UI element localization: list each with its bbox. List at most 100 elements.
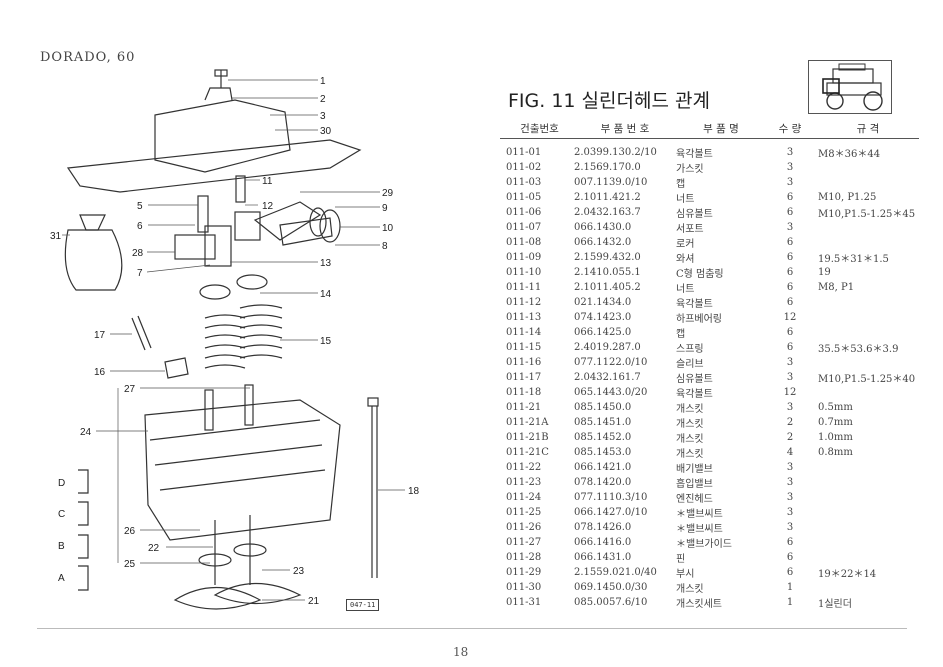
quantity-cell: 6 <box>786 207 794 218</box>
ref-cell: 011-11 <box>506 282 542 293</box>
quantity-cell: 3 <box>786 162 794 173</box>
part-number-cell: 065.1443.0/20 <box>574 387 648 398</box>
callout-21: 21 <box>308 596 320 607</box>
quantity-cell: 2 <box>786 417 794 428</box>
spec-cell: M8＊36＊44 <box>818 149 881 160</box>
quantity-cell: 3 <box>786 177 794 188</box>
part-name-cell: 핀 <box>676 554 686 565</box>
quantity-cell: 3 <box>786 477 794 488</box>
ref-cell: 011-01 <box>506 147 542 158</box>
part-number-cell: 2.1410.055.1 <box>574 267 641 278</box>
callout-5: 5 <box>137 201 143 212</box>
ref-cell: 011-06 <box>506 207 542 218</box>
part-name-cell: C형 멈춤링 <box>676 269 724 280</box>
quantity-cell: 3 <box>786 357 794 368</box>
part-name-cell: ＊밸브가이드 <box>676 539 732 550</box>
quantity-cell: 3 <box>786 372 794 383</box>
quantity-cell: 6 <box>786 267 794 278</box>
tractor-icon <box>822 63 883 111</box>
column-header-spec: 규 격 <box>814 118 919 139</box>
quantity-cell: 6 <box>786 237 794 248</box>
footer-divider <box>37 628 907 629</box>
part-name-cell: ＊밸브씨트 <box>676 509 723 520</box>
part-number-cell: 2.0432.163.7 <box>574 207 641 218</box>
callout-28: 28 <box>132 248 144 259</box>
spec-cell: 19＊22＊14 <box>818 569 877 580</box>
part-number-cell: 2.0432.161.7 <box>574 372 641 383</box>
rocker-cover-shape <box>154 99 291 173</box>
callout-A: A <box>58 573 65 584</box>
quantity-cell: 2 <box>786 432 794 443</box>
part-name-cell: 슬리브 <box>676 359 704 370</box>
ref-cell: 011-23 <box>506 477 542 488</box>
ref-cell: 011-08 <box>506 237 542 248</box>
callout-26: 26 <box>124 526 136 537</box>
ref-cell: 011-03 <box>506 177 542 188</box>
spec-cell <box>814 535 919 550</box>
spec-cell <box>814 325 919 340</box>
part-number-cell: 085.1453.0 <box>574 447 632 458</box>
part-name-cell: 엔진헤드 <box>676 494 713 505</box>
part-number-cell: 066.1427.0/10 <box>574 507 648 518</box>
spec-cell <box>814 460 919 475</box>
part-number-cell: 069.1450.0/30 <box>574 582 648 593</box>
ref-cell: 011-21B <box>506 432 549 443</box>
part-number-cell: 078.1426.0 <box>574 522 632 533</box>
model-title: DORADO, 60 <box>40 50 136 65</box>
callout-7: 7 <box>137 268 143 279</box>
callout-D: D <box>58 478 65 489</box>
ref-cell: 011-26 <box>506 522 542 533</box>
spec-cell: M8, P1 <box>818 282 855 293</box>
callout-B: B <box>58 541 65 552</box>
column-header-quantity: 수 량 <box>766 118 814 139</box>
part-name-cell: 심유볼트 <box>676 209 713 220</box>
callout-22: 22 <box>148 543 160 554</box>
cover-gasket-shape <box>66 139 362 193</box>
spec-cell <box>814 355 919 370</box>
part-name-cell: 흡입밸브 <box>676 479 713 490</box>
spec-cell: 0.5mm <box>818 402 853 413</box>
quantity-cell: 3 <box>786 147 794 158</box>
quantity-cell: 4 <box>786 447 794 458</box>
spec-cell <box>814 385 919 400</box>
spec-cell: M10,P1.5-1.25＊40 <box>818 374 916 385</box>
callout-24: 24 <box>80 427 92 438</box>
ref-cell: 011-13 <box>506 312 542 323</box>
spec-cell <box>814 520 919 535</box>
part-number-cell: 2.1569.170.0 <box>574 162 641 173</box>
ref-cell: 011-22 <box>506 462 542 473</box>
quantity-cell: 1 <box>786 597 794 608</box>
ref-cell: 011-21 <box>506 402 542 413</box>
callout-18: 18 <box>408 486 420 497</box>
part-name-cell: 배기밸브 <box>676 464 713 475</box>
callout-12: 12 <box>262 201 274 212</box>
quantity-cell: 12 <box>783 312 797 323</box>
ref-cell: 011-29 <box>506 567 542 578</box>
part-name-cell: 개스킷 <box>676 449 704 460</box>
ref-cell: 011-07 <box>506 222 542 233</box>
spec-cell <box>814 235 919 250</box>
part-number-cell: 085.0057.6/10 <box>574 597 648 608</box>
callout-25: 25 <box>124 559 136 570</box>
part-number-cell: 074.1423.0 <box>574 312 632 323</box>
spec-cell <box>814 175 919 190</box>
part-number-cell: 2.4019.287.0 <box>574 342 641 353</box>
part-name-cell: 로커 <box>676 239 695 250</box>
column-header-ref: 건출번호 <box>500 118 574 139</box>
